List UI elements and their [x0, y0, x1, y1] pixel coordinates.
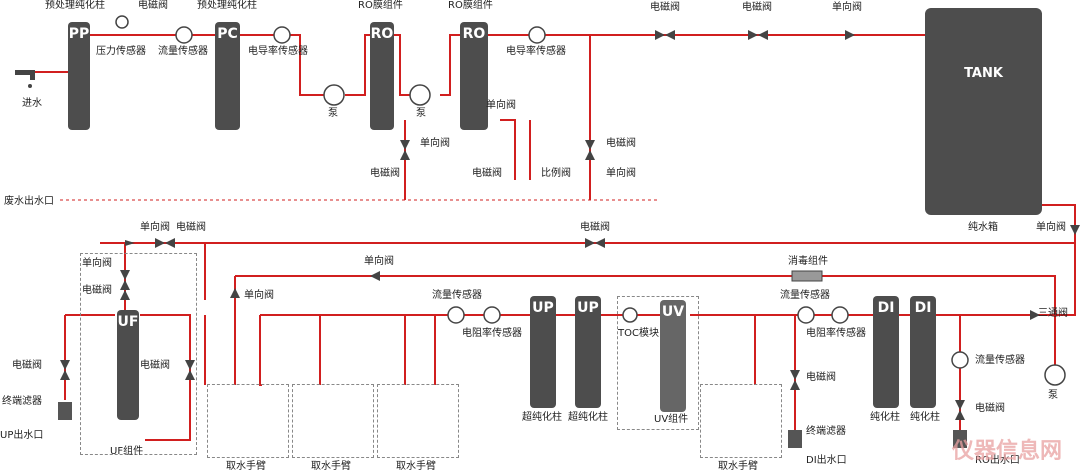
pump1-label: 泵: [328, 108, 338, 119]
sensor-icons: [115, 15, 1066, 386]
up-outlet-label: UP出水口: [0, 430, 44, 441]
disinfect-module: [791, 270, 823, 282]
check-loop-label: 单向阀: [364, 256, 394, 267]
uv-column: UV: [660, 300, 686, 412]
di-label-1: 纯化柱: [870, 412, 900, 423]
water-drop-icon: [28, 84, 32, 88]
arm-label-4: 取水手臂: [718, 461, 758, 472]
check-up-label: 单向阀: [244, 290, 274, 301]
arm-box-1: [207, 384, 289, 458]
pump3-label: 泵: [1048, 390, 1058, 401]
up-label-2: 超纯化柱: [568, 412, 608, 423]
arm-label-2: 取水手臂: [311, 461, 351, 472]
solenoid-uf1-label: 电磁阀: [82, 285, 112, 296]
solenoid-label: 电磁阀: [138, 0, 168, 11]
solenoid-top-2: 电磁阀: [742, 2, 772, 13]
resist-sensor-up-label: 电阻率传感器: [462, 328, 522, 339]
check-ro1-label: 单向阀: [420, 138, 450, 149]
waste-outlet-label: 废水出水口: [4, 196, 54, 207]
valve-icons: [60, 30, 1080, 420]
uv-assembly-label: UV组件: [654, 414, 689, 425]
solenoid-left-label: 电磁阀: [12, 360, 42, 371]
solenoid-ro2-label: 电磁阀: [472, 168, 502, 179]
terminal-filter-label-2: 终端滤器: [806, 426, 846, 437]
resist-sensor-di-label: 电阻率传感器: [806, 328, 866, 339]
flow-sensor-di2-label: 流量传感器: [975, 355, 1025, 366]
terminal-filter-icon: [788, 430, 802, 448]
uv-assembly-box: [617, 296, 699, 430]
arm-label-1: 取水手臂: [226, 461, 266, 472]
arm-box-3: [377, 384, 459, 458]
check-tank-label: 单向阀: [1036, 222, 1066, 233]
pressure-sensor-label: 压力传感器: [96, 46, 146, 57]
solenoid-top-1: 电磁阀: [650, 2, 680, 13]
toc-label: TOC模块: [618, 328, 659, 339]
pure-water-tank: TANK: [925, 8, 1042, 215]
terminal-filter-icon: [58, 402, 72, 420]
ro-outlet-label: RO出水口: [975, 455, 1020, 466]
arm-box-2: [292, 384, 374, 458]
check1-label: 单向阀: [140, 222, 170, 233]
solenoid-ro3-label: 电磁阀: [606, 138, 636, 149]
pp-label: 预处理纯化柱: [45, 0, 105, 11]
check-ro3-label: 单向阀: [606, 168, 636, 179]
arm-label-3: 取水手臂: [396, 461, 436, 472]
ro-column-2: RO: [460, 22, 488, 130]
up-column-2: UP: [575, 296, 601, 408]
di-column-2: DI: [910, 296, 936, 408]
pipe-network: [30, 34, 1076, 441]
tank-label: 纯水箱: [968, 222, 998, 233]
ro1-label: RO膜组件: [358, 0, 403, 11]
di-label-2: 纯化柱: [910, 412, 940, 423]
solenoid-ro-out-label: 电磁阀: [975, 403, 1005, 414]
flow-sensor-up-label: 流量传感器: [432, 290, 482, 301]
uf-assembly-label: UF组件: [110, 446, 144, 457]
solenoid-loop-label: 电磁阀: [580, 222, 610, 233]
check-top: 单向阀: [832, 2, 862, 13]
up-column-1: UP: [530, 296, 556, 408]
solenoid1-label: 电磁阀: [176, 222, 206, 233]
ro-column-1: RO: [370, 22, 394, 130]
inlet-label: 进水: [22, 98, 42, 109]
pump2-label: 泵: [416, 108, 426, 119]
flow-sensor-label: 流量传感器: [158, 46, 208, 57]
up-label-1: 超纯化柱: [522, 412, 562, 423]
uf-assembly-box: [80, 253, 197, 455]
di-column-1: DI: [873, 296, 899, 408]
cond-sensor-label-1: 电导率传感器: [248, 46, 308, 57]
solenoid-ro1-label: 电磁阀: [370, 168, 400, 179]
arm-box-4: [700, 384, 782, 458]
pc-label: 预处理纯化柱: [197, 0, 257, 11]
di-outlet-label: DI出水口: [806, 455, 847, 466]
check-ro-label: 单向阀: [486, 100, 516, 111]
disinfect-label: 消毒组件: [788, 256, 828, 267]
solenoid-uf2-label: 电磁阀: [140, 360, 170, 371]
check-uf1-label: 单向阀: [82, 258, 112, 269]
flow-sensor-di-label: 流量传感器: [780, 290, 830, 301]
terminal-filter-icon: [953, 430, 967, 448]
watermark: 仪器信息网: [951, 439, 1062, 464]
solenoid-di-label: 电磁阀: [806, 372, 836, 383]
uf-column: UF: [117, 310, 139, 420]
pp-column: PP: [68, 22, 90, 130]
cond-sensor-label-2: 电导率传感器: [506, 46, 566, 57]
proportional-valve-label: 比例阀: [541, 168, 571, 179]
three-way-label: 三通阀: [1038, 308, 1068, 319]
terminal-filter-label-1: 终端滤器: [2, 396, 42, 407]
ro2-label: RO膜组件: [448, 0, 493, 11]
pc-column: PC: [215, 22, 240, 130]
faucet-icon: [15, 70, 35, 80]
